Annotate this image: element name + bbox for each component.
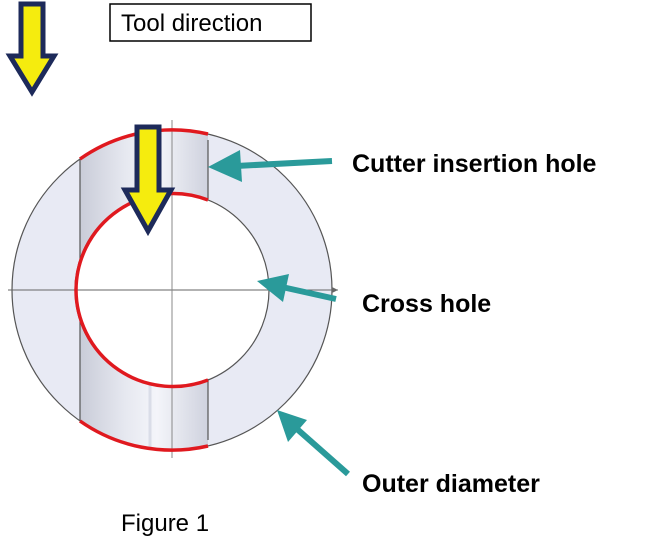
- cross-hole-label: Cross hole: [362, 290, 491, 318]
- outer-bottom-highlight: [78, 419, 209, 452]
- horizontal-axis-arrowhead-icon: [332, 287, 338, 293]
- outer-diameter-label: Outer diameter: [362, 470, 540, 498]
- figure-caption: Figure 1: [121, 510, 209, 537]
- outer-diameter-pointer: [277, 410, 350, 477]
- tool-direction-arrow-icon: [5, 1, 59, 97]
- tool-direction-label: Tool direction: [121, 10, 262, 37]
- cutter-insertion-pointer: [208, 150, 333, 182]
- cross-hole-pointer: [257, 274, 337, 302]
- tool-arrow-icon: [120, 124, 176, 237]
- ring-part: [8, 120, 338, 458]
- cutter-insertion-hole-label: Cutter insertion hole: [352, 150, 597, 178]
- tool-direction-box: [109, 3, 312, 42]
